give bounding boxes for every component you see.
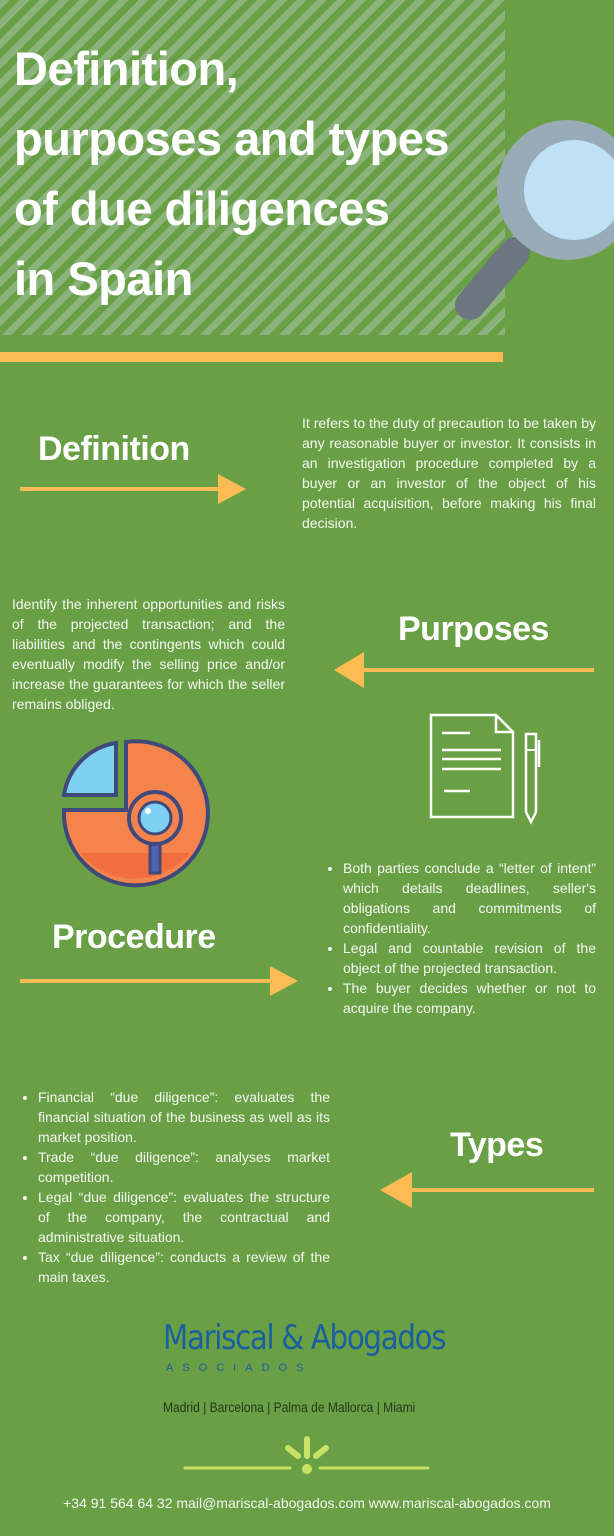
header-divider <box>0 352 503 362</box>
types-list: Financial “due diligence”: evaluates the… <box>20 1087 330 1287</box>
title-line: Definition, <box>14 42 239 95</box>
arrow-right-icon <box>20 474 246 504</box>
document-pen-icon <box>429 713 541 825</box>
procedure-list: Both parties conclude a “letter of inten… <box>325 858 596 1018</box>
list-item: Legal and countable revision of the obje… <box>343 938 596 978</box>
list-item: Financial “due diligence”: evaluates the… <box>38 1087 330 1147</box>
company-logo-subtitle: ASOCIADOS <box>166 1362 313 1374</box>
office-cities: Madrid | Barcelona | Palma de Mallorca |… <box>163 1399 416 1415</box>
arrow-right-icon <box>20 966 298 996</box>
header-striped-background <box>0 0 505 335</box>
list-item: Both parties conclude a “letter of inten… <box>343 858 596 938</box>
list-item: Tax “due diligence”: conducts a review o… <box>38 1247 330 1287</box>
title-line: of due diligences <box>14 182 390 235</box>
contact-info: +34 91 564 64 32 mail@mariscal-abogados.… <box>63 1495 551 1511</box>
purposes-heading: Purposes <box>398 610 549 648</box>
procedure-heading: Procedure <box>52 918 216 956</box>
types-heading: Types <box>450 1126 544 1164</box>
arrow-left-icon <box>380 1172 594 1208</box>
company-logo: Mariscal & Abogados <box>163 1318 446 1358</box>
list-item: The buyer decides whether or not to acqu… <box>343 978 596 1018</box>
definition-text: It refers to the duty of precaution to b… <box>302 415 596 531</box>
definition-heading: Definition <box>38 430 190 468</box>
purposes-text: Identify the inherent opportunities and … <box>12 596 285 712</box>
list-item: Legal “due diligence”: evaluates the str… <box>38 1187 330 1247</box>
pie-chart-magnifier-icon <box>61 739 210 888</box>
list-item: Trade “due diligence”: analyses market c… <box>38 1147 330 1187</box>
magnifier-icon <box>455 120 614 320</box>
title-line: in Spain <box>14 252 193 305</box>
title-line: purposes and types <box>14 112 450 165</box>
ornament-divider-icon <box>183 1436 430 1474</box>
page-title: Definition, purposes and types of due di… <box>14 34 514 314</box>
arrow-left-icon <box>334 652 594 688</box>
